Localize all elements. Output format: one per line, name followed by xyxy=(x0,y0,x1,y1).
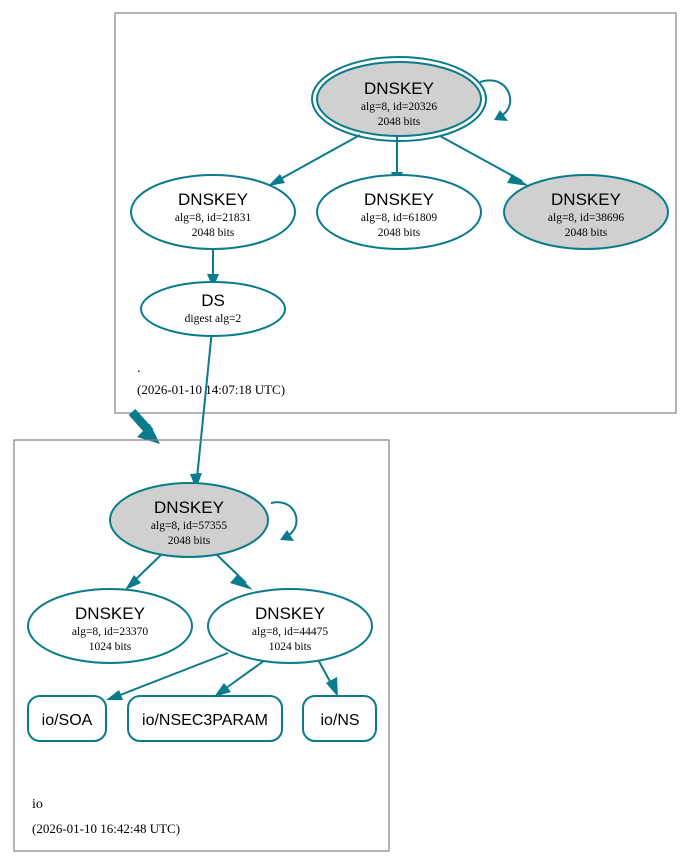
node-keysize: 1024 bits xyxy=(269,641,312,653)
node-digestalg: digest alg=2 xyxy=(185,313,242,325)
node-dnskey-root-zsk-61809[interactable]: DNSKEY alg=8, id=61809 2048 bits xyxy=(316,174,482,250)
edge-self-sign-io-ksk xyxy=(270,501,298,541)
edge-delegation-root-to-io xyxy=(128,408,160,444)
node-keysize: 2048 bits xyxy=(378,227,421,239)
node-dnskey-root-zsk-38696[interactable]: DNSKEY alg=8, id=38696 2048 bits xyxy=(503,174,669,250)
zone-timestamp-root: (2026-01-10 14:07:18 UTC) xyxy=(137,382,285,397)
node-keysize: 2048 bits xyxy=(378,116,421,128)
node-keysize: 2048 bits xyxy=(565,227,608,239)
node-dnskey-io-zsk-23370[interactable]: DNSKEY alg=8, id=23370 1024 bits xyxy=(27,588,193,664)
node-keyinfo: alg=8, id=57355 xyxy=(151,520,227,532)
node-keyinfo: alg=8, id=38696 xyxy=(548,212,624,224)
zone-label-io: io xyxy=(32,797,43,812)
rrset-io-nsec3param[interactable]: io/NSEC3PARAM xyxy=(127,695,283,742)
node-title: DNSKEY xyxy=(364,79,434,98)
node-keyinfo: alg=8, id=61809 xyxy=(361,212,437,224)
edge-ds-to-io-ksk xyxy=(190,329,213,489)
rrset-label: io/NS xyxy=(320,712,359,729)
zone-box-io xyxy=(13,439,390,852)
edge-root-ksk-to-38696 xyxy=(439,135,529,186)
rrset-label: io/NSEC3PARAM xyxy=(142,712,268,729)
node-keyinfo: alg=8, id=44475 xyxy=(252,626,328,638)
node-ds-root[interactable]: DS digest alg=2 xyxy=(140,281,286,337)
zone-box-root xyxy=(114,12,677,414)
node-title: DNSKEY xyxy=(178,190,248,209)
node-title: DNSKEY xyxy=(154,498,224,517)
node-dnskey-io-zsk-44475[interactable]: DNSKEY alg=8, id=44475 1024 bits xyxy=(207,588,373,664)
rrset-label: io/SOA xyxy=(42,712,93,729)
node-title: DNSKEY xyxy=(551,190,621,209)
node-keysize: 2048 bits xyxy=(168,535,211,547)
node-keysize: 1024 bits xyxy=(89,641,132,653)
node-dnskey-io-ksk-57355[interactable]: DNSKEY alg=8, id=57355 2048 bits xyxy=(109,482,269,558)
node-dnskey-root-ksk-20326[interactable]: DNSKEY alg=8, id=20326 2048 bits xyxy=(311,56,487,142)
node-title: DNSKEY xyxy=(75,604,145,623)
node-dnskey-root-zsk-21831[interactable]: DNSKEY alg=8, id=21831 2048 bits xyxy=(130,174,296,250)
node-keyinfo: alg=8, id=23370 xyxy=(72,626,148,638)
zone-timestamp-io: (2026-01-10 16:42:48 UTC) xyxy=(32,821,180,836)
node-keyinfo: alg=8, id=21831 xyxy=(175,212,251,224)
node-title: DNSKEY xyxy=(255,604,325,623)
node-title: DNSKEY xyxy=(364,190,434,209)
rrset-io-soa[interactable]: io/SOA xyxy=(27,695,107,742)
edge-root-ksk-to-21831 xyxy=(268,134,361,186)
edge-44475-to-io-soa xyxy=(106,652,229,700)
edge-io-ksk-to-44475 xyxy=(213,551,253,590)
edge-io-ksk-to-23370 xyxy=(125,551,165,590)
zone-label-root: . xyxy=(137,361,141,376)
edge-self-sign-root-ksk xyxy=(479,79,512,121)
rrset-io-ns[interactable]: io/NS xyxy=(302,695,377,742)
node-keyinfo: alg=8, id=20326 xyxy=(361,101,437,113)
node-title: DS xyxy=(201,291,225,310)
node-keysize: 2048 bits xyxy=(192,227,235,239)
